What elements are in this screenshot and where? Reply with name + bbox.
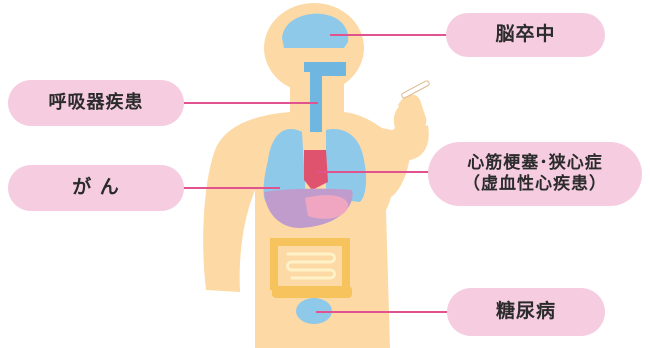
label-cancer: が ん [8, 165, 184, 211]
label-respiratory: 呼吸器疾患 [8, 80, 184, 126]
label-cancer-text: が ん [72, 176, 120, 200]
label-diabetes-text: 糖尿病 [496, 300, 556, 324]
label-stroke-text: 脳卒中 [495, 23, 555, 47]
label-heart-disease: 心筋梗塞･狭心症 （虚血性心疾患） [428, 142, 642, 206]
label-diabetes: 糖尿病 [447, 288, 605, 336]
label-heart-line1: 心筋梗塞･狭心症 [467, 153, 603, 174]
label-stroke: 脳卒中 [446, 13, 605, 57]
label-respiratory-text: 呼吸器疾患 [49, 92, 144, 115]
label-heart-line2: （虚血性心疾患） [463, 174, 607, 195]
